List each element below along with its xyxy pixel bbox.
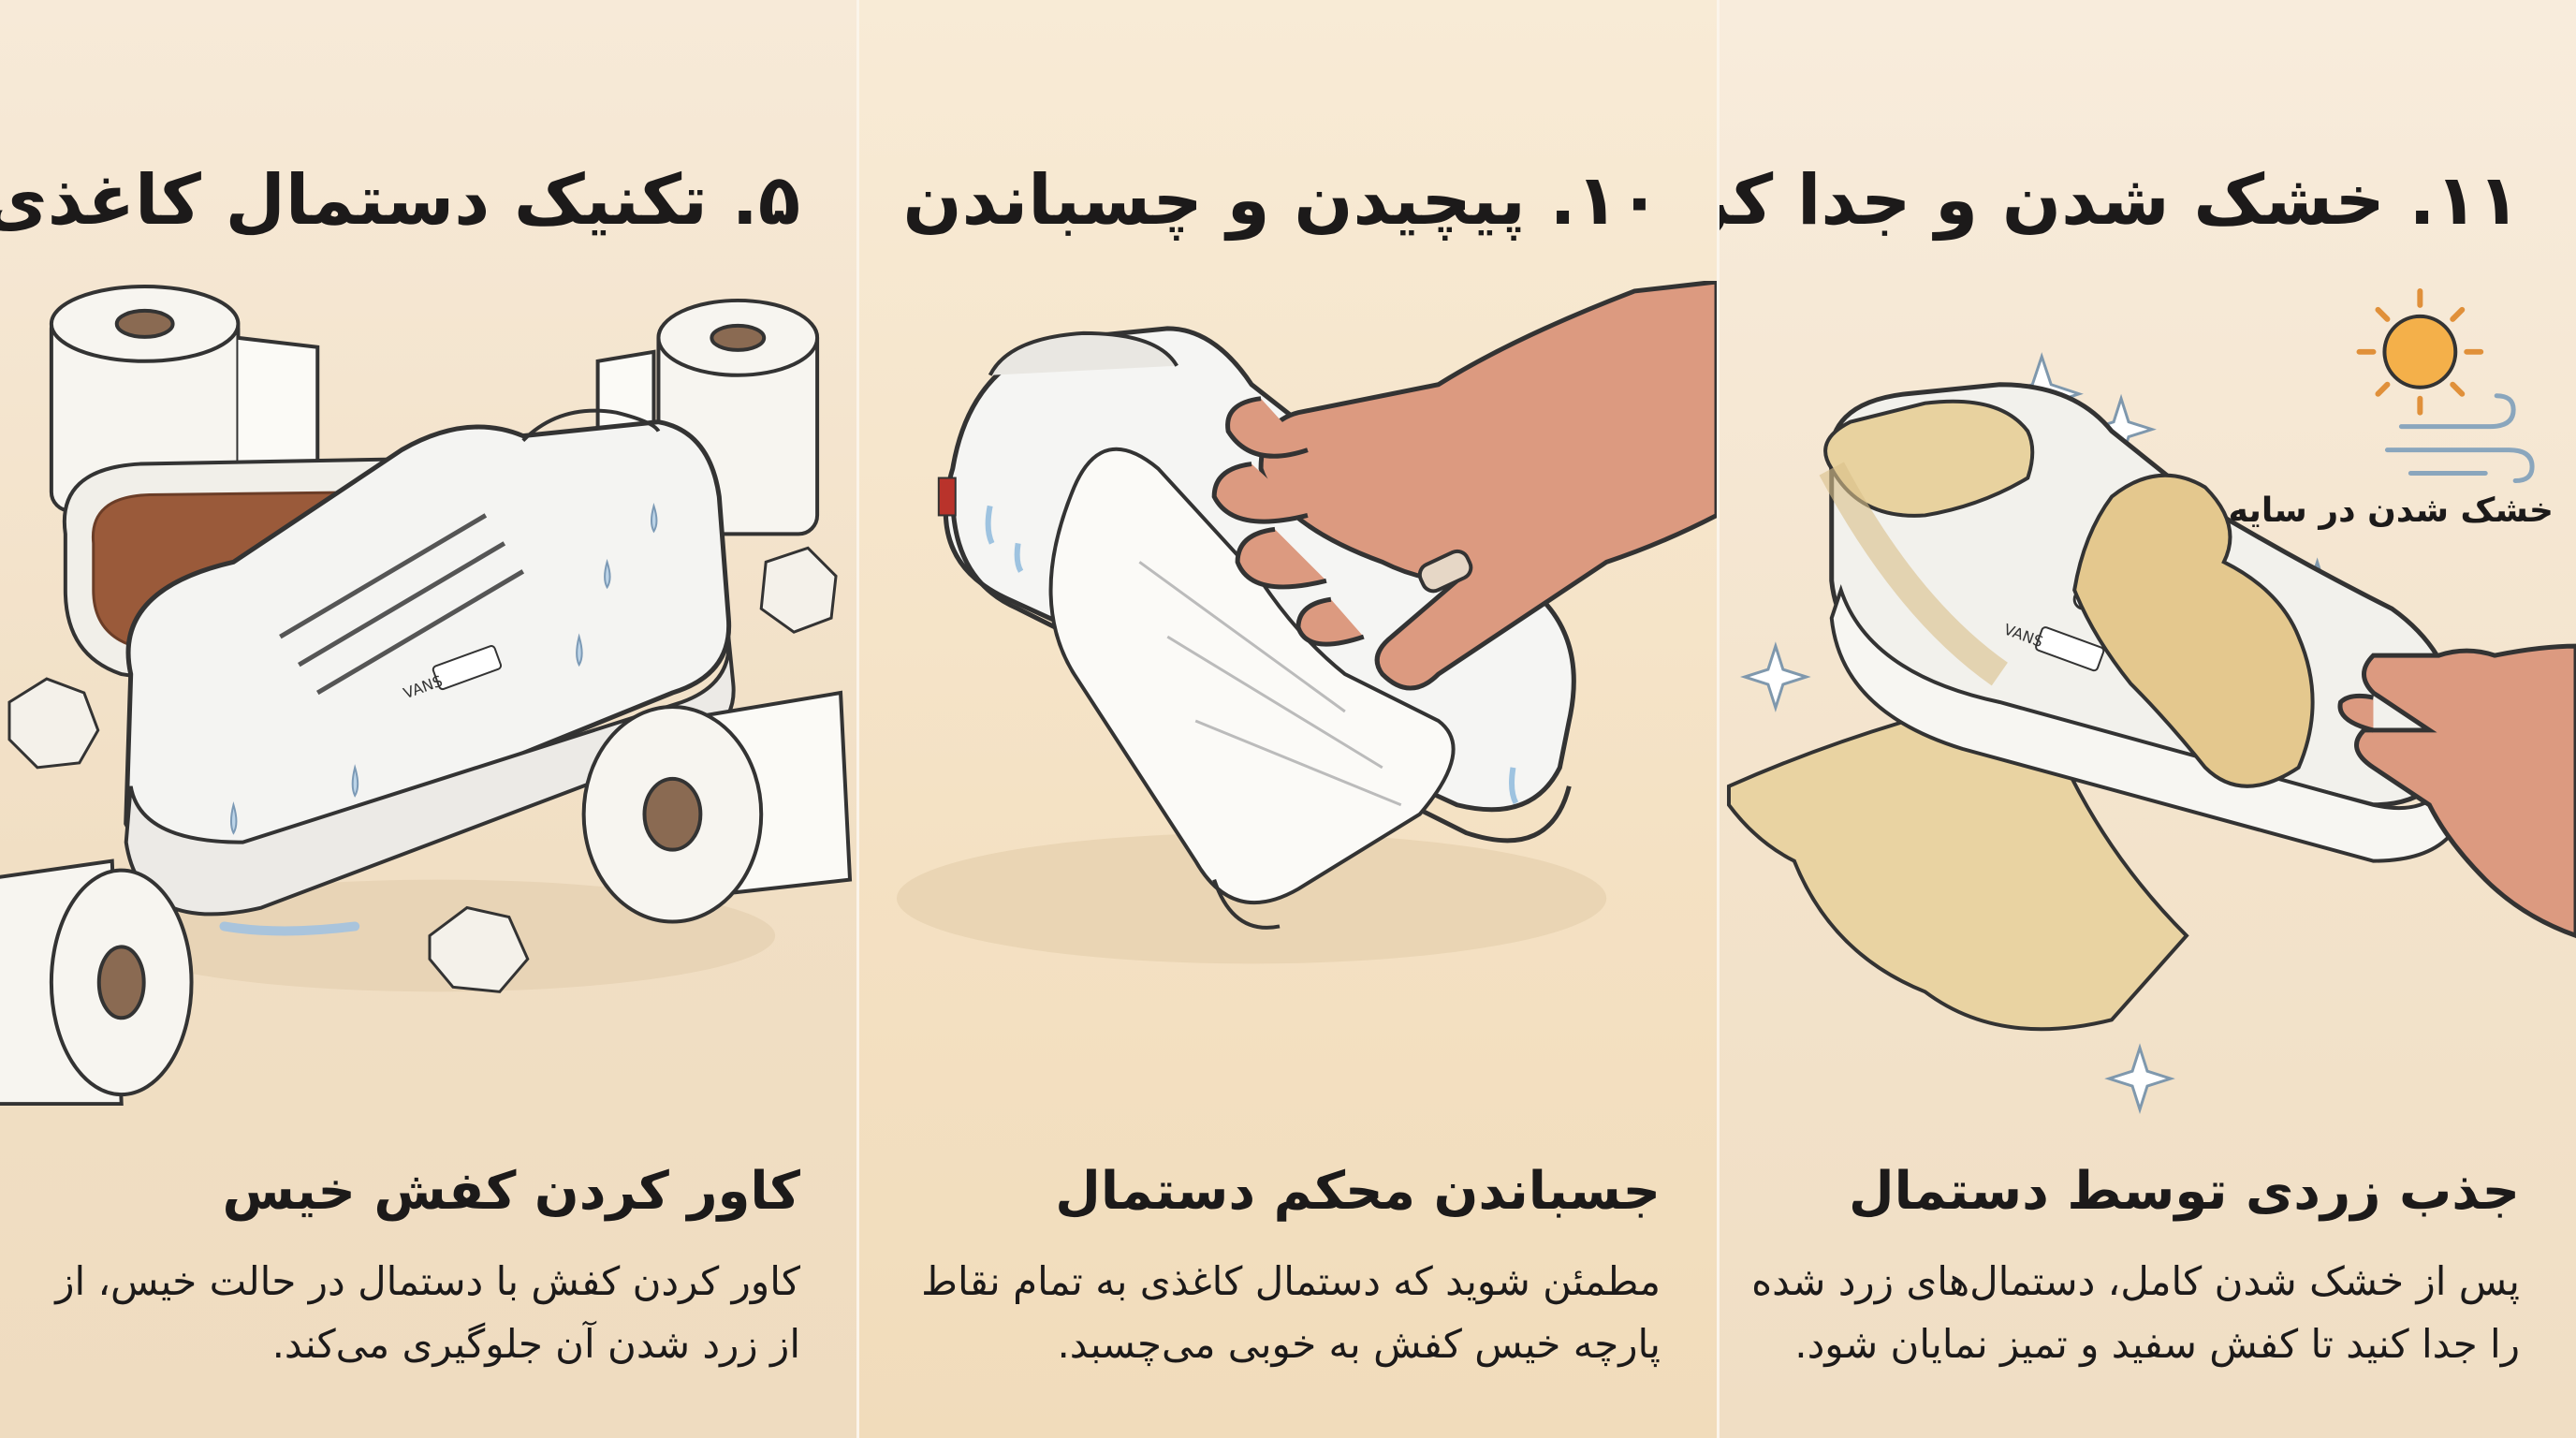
step-description: پس از خشک شدن کامل، دستمال‌های زرد شده ر… [1748,1250,2520,1375]
wrapped-tissue-icon [1048,447,1456,930]
ring-icon [1417,549,1473,594]
panel-title: ۱۰. پیچیدن و چسباندن [902,160,1661,241]
description-line: کاور کردن کفش با دستمال در حالت خیس، از [55,1258,800,1304]
panel-step-10: ۱۰. پیچیدن و چسباندن [859,0,1717,1438]
step-subtitle: جذب زردی توسط دستمال [1848,1161,2520,1222]
crumpled-tissue-icon [7,546,838,993]
panel-divider [856,0,859,1438]
step-subtitle: کاور کردن کفش خیس [222,1161,800,1222]
paper-roll-icon [581,690,853,924]
panel-step-5: ۵. تکنیک دستمال کاغذی [0,0,856,1438]
description-line: پارچه خیس کفش به خوبی می‌چسبد. [1057,1321,1661,1368]
paper-roll-icon [49,284,320,513]
description-line: را جدا کنید تا کفش سفید و تمیز نمایان شو… [1794,1321,2520,1368]
step-description: کاور کردن کفش با دستمال در حالت خیس، از … [28,1250,800,1375]
wind-icon [2384,393,2535,484]
panel-title: ۵. تکنیک دستمال کاغذی [0,160,800,241]
hand-icon [2337,643,2576,939]
description-line: مطمئن شوید که دستمال کاغذی به تمام نقاط [921,1258,1661,1304]
drying-and-removing-tissue-illustration: VANS [1726,287,2576,1114]
step-subtitle: جسباندن محکم دستمال [1055,1161,1661,1222]
panel-step-11: ۱۱. خشک شدن و جدا کردن [1720,0,2576,1438]
hand-icon [1211,281,1717,691]
yellow-tissue-icon [1726,718,2189,1032]
step-description: مطمئن شوید که دستمال کاغذی به تمام نقاط … [887,1250,1661,1375]
description-line: از زرد شدن آن جلوگیری می‌کند. [271,1321,800,1368]
wet-shoe-with-paper-rolls-illustration: VANS [0,284,853,1107]
panel-divider [1717,0,1720,1438]
wrapping-shoe-with-tissue-illustration [896,281,1717,964]
panel-title: ۱۱. خشک شدن و جدا کردن [1720,160,2520,241]
sun-icon [2356,287,2484,416]
paper-roll-icon [0,858,194,1107]
dry-in-shade-label: خشک شدن در سایه [2228,492,2554,530]
description-line: پس از خشک شدن کامل، دستمال‌های زرد شده [1751,1258,2520,1304]
peeled-tissue-icon [2072,473,2315,788]
